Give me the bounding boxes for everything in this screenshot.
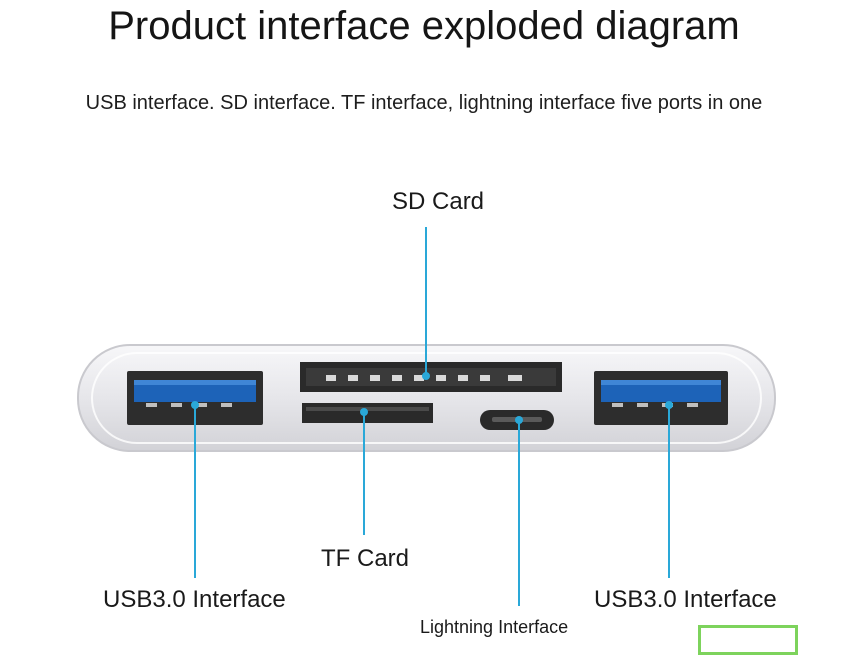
label-usb-right: USB3.0 Interface bbox=[594, 586, 777, 613]
diagram-subtitle: USB interface. SD interface. TF interfac… bbox=[85, 92, 763, 114]
label-sd-card: SD Card bbox=[392, 188, 485, 215]
usb-port-left bbox=[127, 371, 263, 425]
label-usb-left: USB3.0 Interface bbox=[103, 586, 286, 613]
usb-port-right bbox=[594, 371, 728, 425]
usb-hub-diagram bbox=[77, 227, 776, 606]
diagram-title: Product interface exploded diagram bbox=[108, 4, 740, 48]
sd-card-slot bbox=[300, 362, 562, 392]
corner-box bbox=[698, 625, 798, 655]
label-tf-card: TF Card bbox=[321, 545, 410, 572]
label-lightning: Lightning Interface bbox=[420, 617, 569, 637]
